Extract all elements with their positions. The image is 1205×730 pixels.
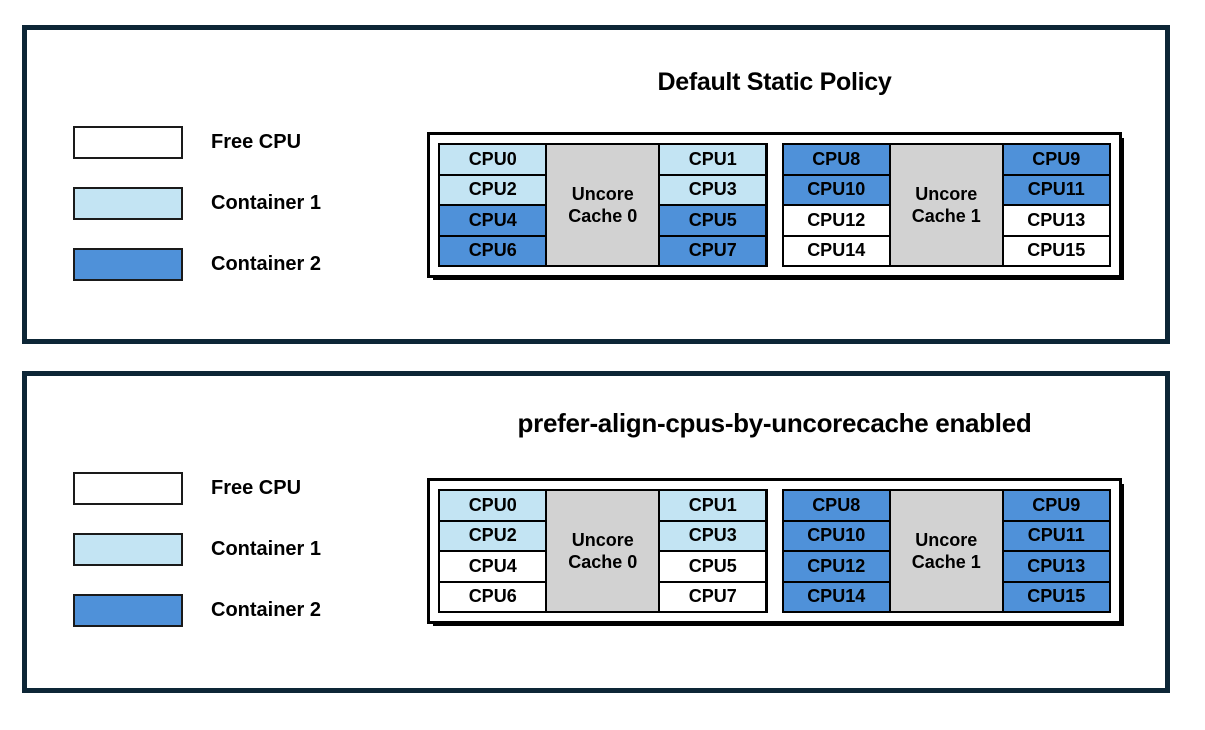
legend-label: Container 1 bbox=[211, 192, 322, 214]
container1-swatch bbox=[73, 533, 183, 566]
panel-prefer-align-cpus-by-uncorecache: prefer-align-cpus-by-uncorecache enabled… bbox=[22, 371, 1170, 693]
legend-label: Container 1 bbox=[211, 538, 322, 560]
legend-label: Free CPU bbox=[211, 131, 302, 153]
cpu-cell: CPU1 bbox=[660, 491, 766, 520]
container2-swatch bbox=[73, 594, 183, 627]
uncore-cache-1-group: CPU8 CPU10 CPU12 CPU14 Uncore Cache 1 CP… bbox=[781, 489, 1111, 613]
free-cpu-swatch bbox=[73, 126, 183, 159]
cpu-cell: CPU7 bbox=[660, 236, 766, 265]
uncore-cache-0-group: CPU0 CPU2 CPU4 CPU6 Uncore Cache 0 CPU1 … bbox=[438, 489, 768, 613]
cpu-cell: CPU14 bbox=[783, 582, 889, 611]
cpu-cell: CPU1 bbox=[660, 145, 766, 174]
uncore-cache-1-group: CPU8 CPU10 CPU12 CPU14 Uncore Cache 1 CP… bbox=[781, 143, 1111, 267]
legend: Free CPU Container 1 Container 2 bbox=[73, 126, 321, 309]
uncore-cache-0-group: CPU0 CPU2 CPU4 CPU6 Uncore Cache 0 CPU1 … bbox=[438, 143, 768, 267]
container2-swatch bbox=[73, 248, 183, 281]
cpu-cell: CPU14 bbox=[783, 236, 889, 265]
cpu-cell: CPU11 bbox=[1003, 521, 1109, 550]
legend-label: Container 2 bbox=[211, 599, 322, 621]
panel-title: Default Static Policy bbox=[657, 68, 892, 96]
cpu-cell: CPU0 bbox=[440, 145, 546, 174]
cpu-cell: CPU15 bbox=[1003, 236, 1109, 265]
cpu-cell: CPU3 bbox=[660, 521, 766, 550]
legend-row-container1: Container 1 bbox=[73, 533, 321, 566]
panel-title: prefer-align-cpus-by-uncorecache enabled bbox=[517, 408, 1032, 438]
cpu-cell: CPU13 bbox=[1003, 552, 1109, 581]
cpu-cell: CPU8 bbox=[783, 145, 889, 174]
free-cpu-swatch bbox=[73, 472, 183, 505]
cpu-topology-diagram: CPU0 CPU2 CPU4 CPU6 Uncore Cache 0 CPU1 … bbox=[427, 132, 1122, 278]
cpu-cell: CPU7 bbox=[660, 582, 766, 611]
cpu-cell: CPU10 bbox=[783, 175, 889, 204]
cpu-cell: CPU3 bbox=[660, 175, 766, 204]
cpu-cell: CPU12 bbox=[783, 206, 889, 235]
uncore-cache-cell: Uncore Cache 0 bbox=[547, 491, 659, 611]
legend: Free CPU Container 1 Container 2 bbox=[73, 472, 321, 655]
cpu-cell: CPU4 bbox=[440, 552, 546, 581]
legend-label: Container 2 bbox=[211, 253, 322, 275]
cpu-cell: CPU9 bbox=[1003, 145, 1109, 174]
container1-swatch bbox=[73, 187, 183, 220]
cpu-cell: CPU6 bbox=[440, 236, 546, 265]
cpu-cell: CPU0 bbox=[440, 491, 546, 520]
cpu-cell: CPU9 bbox=[1003, 491, 1109, 520]
cpu-cell: CPU5 bbox=[660, 552, 766, 581]
uncore-cache-cell: Uncore Cache 1 bbox=[890, 491, 1002, 611]
panel-default-static-policy: Default Static Policy Free CPU Container… bbox=[22, 25, 1170, 344]
uncore-cache-cell: Uncore Cache 1 bbox=[890, 145, 1002, 265]
legend-row-free-cpu: Free CPU bbox=[73, 126, 321, 159]
uncore-cache-cell: Uncore Cache 0 bbox=[547, 145, 659, 265]
cpu-cell: CPU12 bbox=[783, 552, 889, 581]
cpu-cell: CPU13 bbox=[1003, 206, 1109, 235]
cpu-cell: CPU2 bbox=[440, 175, 546, 204]
legend-row-container1: Container 1 bbox=[73, 187, 321, 220]
legend-label: Free CPU bbox=[211, 477, 302, 499]
cpu-cell: CPU2 bbox=[440, 521, 546, 550]
legend-row-container2: Container 2 bbox=[73, 594, 321, 627]
cpu-cell: CPU11 bbox=[1003, 175, 1109, 204]
cpu-cell: CPU10 bbox=[783, 521, 889, 550]
cpu-topology-diagram: CPU0 CPU2 CPU4 CPU6 Uncore Cache 0 CPU1 … bbox=[427, 478, 1122, 624]
cpu-cell: CPU8 bbox=[783, 491, 889, 520]
cpu-cell: CPU6 bbox=[440, 582, 546, 611]
cpu-cell: CPU5 bbox=[660, 206, 766, 235]
cpu-cell: CPU15 bbox=[1003, 582, 1109, 611]
legend-row-free-cpu: Free CPU bbox=[73, 472, 321, 505]
cpu-cell: CPU4 bbox=[440, 206, 546, 235]
legend-row-container2: Container 2 bbox=[73, 248, 321, 281]
